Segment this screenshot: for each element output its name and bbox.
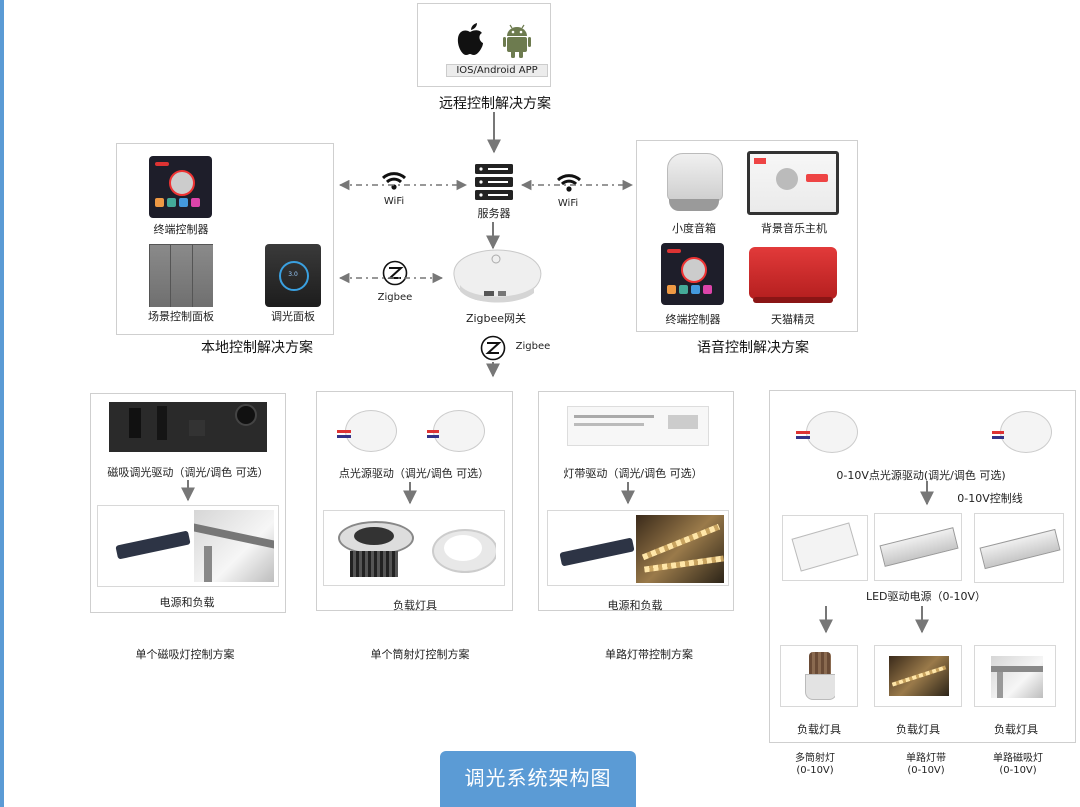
- psu-3-box: [974, 513, 1064, 583]
- scene-panel-label: 场景控制面板: [148, 310, 214, 323]
- multi-driver-images: [790, 405, 1060, 457]
- psu-label: LED驱动电源（0-10V）: [865, 590, 987, 603]
- zigbee-down-label: Zigbee: [515, 341, 551, 352]
- strip-load-box: [547, 510, 729, 586]
- load-3-label: 负载灯具: [994, 723, 1038, 736]
- multi-driver-label: 0-10V点光源驱动(调光/调色 可选): [836, 469, 1006, 482]
- left-accent-bar: [0, 0, 4, 807]
- terminal-controller-label: 终端控制器: [153, 223, 209, 236]
- dimmer-panel-device: 3.0: [265, 244, 321, 307]
- psu-1-box: [782, 515, 868, 581]
- zigbee-left-icon: [382, 260, 408, 286]
- multi-cap-1-line1: 多筒射灯: [795, 753, 835, 764]
- multi-cap-3-line1: 单路磁吸灯: [993, 753, 1043, 764]
- psu-2-image: [879, 527, 959, 567]
- magnetic-load-label: 电源和负载: [159, 596, 215, 609]
- strip-led-image: [636, 515, 724, 583]
- load-1-box: [780, 645, 858, 707]
- multi-cap-2-line2: (0-10V): [907, 765, 945, 776]
- magnetic-load-box: [97, 505, 279, 587]
- dimmer-panel-label: 调光面板: [271, 310, 315, 323]
- wifi-right-icon: [556, 172, 582, 194]
- bg-music-host-device: [747, 151, 839, 215]
- terminal-controller-device: [149, 156, 212, 218]
- multi-cap-2-line1: 单路灯带: [906, 753, 946, 764]
- magnetic-driver-pcb: [109, 402, 267, 452]
- wifi-right-label: WiFi: [557, 198, 579, 209]
- zigbee-left-label: Zigbee: [377, 292, 413, 303]
- zigbee-gateway-device: [446, 245, 546, 307]
- load-3-image: [991, 656, 1043, 698]
- spot-driver-images: [337, 404, 497, 456]
- diagram-title-banner: 调光系统架构图: [440, 751, 636, 807]
- remote-app-box: IOS/Android APP: [417, 3, 551, 87]
- load-1-label: 负载灯具: [797, 723, 841, 736]
- wifi-left-icon: [381, 170, 407, 192]
- apple-icon: [453, 22, 487, 60]
- magnetic-solution-box: 磁吸调光驱动（调光/调色 可选） 电源和负载: [90, 393, 286, 613]
- gateway-label: Zigbee网关: [465, 312, 527, 325]
- server-icon: [474, 163, 514, 201]
- load-1-image: [805, 652, 835, 702]
- multi-cap-3-line2: (0-10V): [999, 765, 1037, 776]
- xiaodu-label: 小度音箱: [672, 222, 716, 235]
- psu-2-box: [874, 513, 962, 581]
- tmall-label: 天猫精灵: [771, 313, 815, 326]
- load-3-box: [974, 645, 1056, 707]
- spot-caption: 单个筒射灯控制方案: [370, 648, 470, 661]
- strip-driver-image: [567, 406, 709, 446]
- local-control-box: 终端控制器 场景控制面板 3.0 调光面板: [116, 143, 334, 335]
- local-caption: 本地控制解决方案: [201, 340, 313, 356]
- voice-terminal-label: 终端控制器: [665, 313, 721, 326]
- spot-panel-image: [430, 521, 496, 577]
- magnetic-caption: 单个磁吸灯控制方案: [135, 648, 235, 661]
- bg-music-label: 背景音乐主机: [761, 222, 827, 235]
- spot-load-label: 负载灯具: [393, 599, 437, 612]
- load-2-label: 负载灯具: [896, 723, 940, 736]
- multi-cap-1-line2: (0-10V): [796, 765, 834, 776]
- strip-solution-box: 灯带驱动（调光/调色 可选） 电源和负载: [538, 391, 734, 612]
- strip-caption: 单路灯带控制方案: [605, 648, 693, 661]
- voice-caption: 语音控制解决方案: [697, 340, 809, 356]
- spot-driver-label: 点光源驱动（调光/调色 可选）: [338, 467, 490, 480]
- magnetic-track-image: [194, 510, 274, 582]
- tmall-genie-device: [749, 247, 837, 303]
- wifi-left-label: WiFi: [383, 196, 405, 207]
- voice-control-box: 小度音箱 背景音乐主机 终端控制器 天猫精灵: [636, 140, 858, 332]
- spot-load-box: [323, 510, 505, 586]
- spot-downlight-image: [334, 517, 414, 581]
- magnetic-psu-image: [115, 530, 191, 560]
- xiaodu-speaker-device: [665, 151, 723, 213]
- spot-solution-box: 点光源驱动（调光/调色 可选） 负载灯具: [316, 391, 513, 612]
- strip-load-label: 电源和负载: [607, 599, 663, 612]
- strip-driver-label: 灯带驱动（调光/调色 可选）: [563, 467, 703, 480]
- android-icon: [502, 22, 532, 60]
- server-label: 服务器: [477, 207, 511, 220]
- control-line-label: 0-10V控制线: [957, 492, 1023, 505]
- multi-solution-box: 0-10V点光源驱动(调光/调色 可选) 0-10V控制线 LED驱动电源（0-…: [769, 390, 1076, 743]
- zigbee-down-icon: [480, 335, 506, 361]
- load-2-box: [874, 645, 962, 707]
- remote-caption: 远程控制解决方案: [439, 96, 551, 112]
- psu-3-image: [979, 528, 1061, 570]
- strip-psu-image: [559, 537, 635, 567]
- psu-1-image: [791, 522, 859, 572]
- magnetic-driver-label: 磁吸调光驱动（调光/调色 可选）: [107, 466, 269, 479]
- scene-panel-device: [149, 244, 213, 307]
- voice-terminal-device: [661, 243, 724, 305]
- app-label: IOS/Android APP: [446, 64, 548, 77]
- load-2-image: [889, 656, 949, 696]
